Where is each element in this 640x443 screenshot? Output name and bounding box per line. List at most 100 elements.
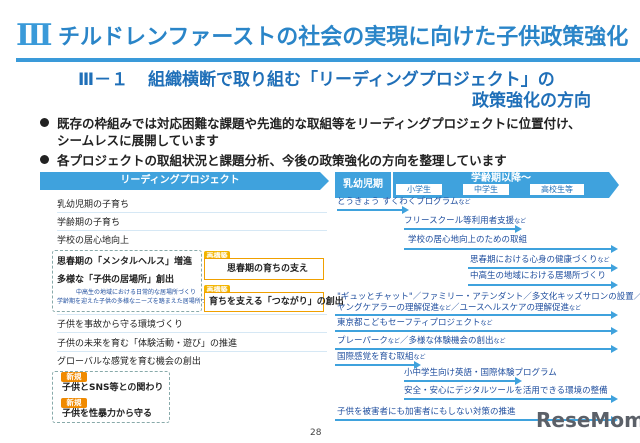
initiative-label: とうきょう すくわくプログラムなど [337,197,470,208]
initiative-text: 学校の居心地向上のための取組 [408,235,528,245]
project-item: 学齢期の子育ち [57,218,121,228]
initiative-suffix: など [413,354,426,361]
initiative-suffix: など [387,338,400,345]
initiative-label: プレーパークなど／多様な体験機会の創出など [337,336,505,347]
initiative-text: 思春期における心身の健康づくり [470,255,598,265]
header-chevron [320,172,329,190]
initiative-suffix: など [480,320,493,327]
timeline-arrow [335,314,612,316]
reorg-badge: 再構築 [204,285,230,295]
row-divider [57,314,327,315]
project-item: グローバルな感覚を育む機会の創出 [57,357,201,367]
initiative-label: 中高生の地域における居場所づくり [470,271,606,282]
project-item: 思春期の「メンタルヘルス」増進 [57,257,193,267]
project-item: 子供とSNS等との関わり [62,383,164,393]
title-underline [16,58,640,62]
initiative-label: 学校の居心地向上のための取組 [408,235,527,246]
bullet-dot [40,155,49,164]
project-item: 子供の未来を育む「体験活動・遊び」の推進 [57,339,238,349]
grade-elementary: 小学生 [395,183,443,196]
arrow-head [611,264,618,272]
section-number: Ⅲ [16,18,53,53]
arrow-head [611,245,618,253]
reorg-badge: 再構築 [204,251,230,261]
bullet-2-line-1: 各プロジェクトの取組状況と課題分析、今後の政策強化の方向を整理しています [57,153,507,168]
arrow-head [611,345,618,353]
bullet-1-line-1: 既存の枠組みでは対応困難な課題や先進的な取組等をリーディングプロジェクトに位置付… [57,116,581,131]
initiative-label: "ギュッとチャット"／ファミリー・アテンダント／多文化キッズサロンの設置／ [337,292,640,303]
initiative-label: 安全・安心にデジタルツールを活用できる環境の整備 [404,386,608,397]
title-bar: Ⅲ チルドレンファーストの社会の実現に向けた子供政策強化 [0,0,640,64]
school-age-label: 学齢期以降～ [471,173,531,184]
initiative-suffix: など [493,338,506,345]
subtitle-line-2: 政策強化の方向 [472,91,591,111]
arrow-head [402,206,409,214]
initiative-label: 子供を被害者にも加害者にもしない対策の推進 [337,407,516,418]
timeline-arrow [404,380,516,382]
row-divider [57,230,327,231]
initiative-text: 安全・安心にデジタルツールを活用できる環境の整備 [404,386,608,396]
initiative-text: ／多様な体験機会の創出 [399,336,494,346]
new-badge: 新規 [61,398,87,408]
initiative-label: 東京都こどもセーフティプロジェクトなど [337,318,493,329]
initiative-text: フリースクール等利用者支援 [404,216,515,226]
project-item: 学校の居心地向上 [57,236,130,246]
initiative-text: "ギュッとチャット"／ファミリー・アテンダント／多文化キッズサロンの設置／ [337,292,640,302]
initiative-label: 小中学生向け英語・国際体験プログラム [404,368,557,379]
resemom-logo: ReseMom [536,408,640,432]
project-note: 学齢期を迎えた子供の多様なニーズを踏まえた居場所づくり [57,298,219,305]
row-divider [57,351,327,352]
timeline-arrow [335,348,612,350]
arrow-head [414,361,421,369]
initiative-text: 子供を被害者にも加害者にもしない対策の推進 [337,407,516,417]
initiative-label: ヤングケアラーの理解促進など／ユースヘルスケアの理解促進など [337,303,581,314]
project-note: 中高生の地域における日常的な居場所づくり [76,289,197,296]
page-number: 28 [310,428,322,438]
row-divider [57,212,327,213]
timeline-arrow [468,284,612,286]
timeline-arrow [335,330,612,332]
initiative-text: ／ユースヘルスケアの理解促進 [451,303,570,313]
initiative-label: 国際感覚を育む取組など [337,352,426,363]
initiative-text: プレーパーク [337,336,388,346]
initiative-text: 東京都こどもセーフティプロジェクト [337,318,481,328]
arrow-head [515,225,522,233]
arrow-head [611,311,618,319]
initiative-suffix: など [597,257,610,264]
initiative-text: 小中学生向け英語・国際体験プログラム [404,368,557,378]
timeline-arrow [404,398,612,400]
timeline-arrow [468,267,612,269]
initiative-suffix: など [458,199,471,206]
initiative-label: フリースクール等利用者支援など [404,216,526,227]
new-badge: 新規 [61,372,87,382]
merged-box-adolescent: 思春期の育ちの支え [204,258,324,280]
bullet-dot [40,118,49,127]
infant-period-header: 乳幼児期 [335,172,391,198]
reorg-group-box [52,250,202,312]
page-title: チルドレンファーストの社会の実現に向けた子供政策強化 [58,25,629,50]
new-group-box [52,371,170,423]
initiative-suffix: など [439,305,452,312]
subtitle-number: Ⅲ－１ [78,70,129,90]
project-item: 多様な「子供の居場所」創出 [57,275,175,285]
bullet-2: 各プロジェクトの取組状況と課題分析、今後の政策強化の方向を整理しています [40,152,507,169]
bullet-1: 既存の枠組みでは対応困難な課題や先進的な取組等をリーディングプロジェクトに位置付… [40,115,581,132]
merged-box-connection: 育ちを支える「つながり」の創出 [204,292,344,312]
initiative-text: ヤングケアラーの理解促進 [337,303,440,313]
project-item: 子供を性暴力から守る [62,409,153,419]
grade-high-school: 高校生等 [529,183,585,196]
initiative-text: 中高生の地域における居場所づくり [470,271,607,281]
arrow-head [515,377,522,385]
project-item: 乳幼児期の子育ち [57,200,130,210]
timeline-arrow [335,364,415,366]
arrow-head [611,281,618,289]
bullet-1-line-2: シームレスに展開しています [57,133,219,148]
arrow-head [611,327,618,335]
initiative-suffix: など [569,305,582,312]
timeline-arrow [335,419,612,421]
initiative-suffix: など [514,218,527,225]
school-age-arrow [609,172,619,198]
project-item: 子供を事故から守る環境づくり [57,320,184,330]
row-divider [57,332,327,333]
initiative-text: とうきょう すくわくプログラム [337,197,459,207]
